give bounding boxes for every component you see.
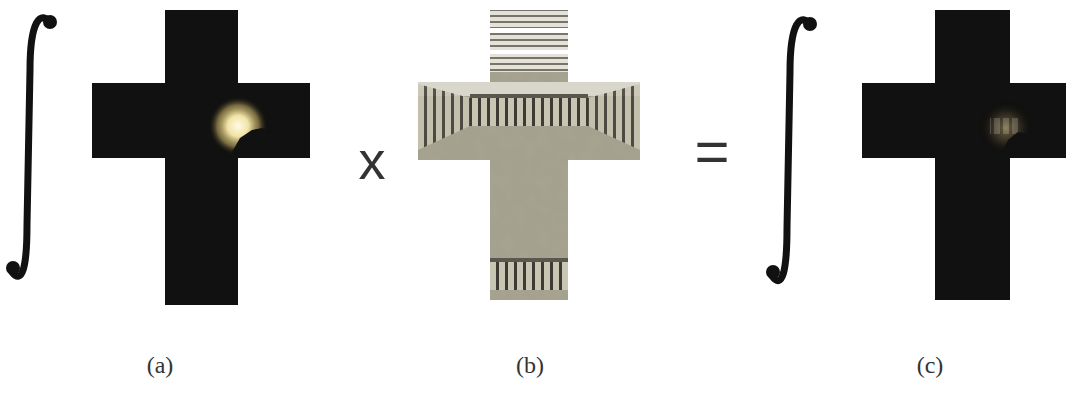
illustration-part — [470, 94, 588, 98]
illustration-part — [12, 18, 52, 277]
illustration-part — [490, 258, 568, 262]
illustration-part — [43, 15, 57, 29]
illustration-part — [490, 50, 568, 54]
panel-label: (b) — [516, 353, 544, 377]
illustration-part — [415, 8, 645, 303]
illustration-part — [470, 96, 588, 126]
light-map-cross — [90, 8, 315, 308]
operator-symbol: = — [694, 122, 729, 182]
illustration-part — [90, 8, 315, 308]
environment-map-cross — [415, 8, 645, 303]
illustration-part — [990, 118, 1018, 134]
panel-label: (c) — [917, 353, 944, 377]
illustration-part — [232, 128, 275, 165]
product-cross — [860, 8, 1073, 303]
illustration-part — [772, 20, 812, 281]
integral-sign — [6, 15, 57, 276]
illustration-part — [860, 8, 1073, 303]
illustration-part — [490, 10, 568, 72]
illustration-part — [490, 262, 568, 290]
illustration-part — [803, 17, 817, 31]
illustration-part — [1002, 132, 1030, 165]
illustration-part — [490, 28, 568, 33]
illustration-part — [415, 8, 645, 303]
panel-label: (a) — [147, 353, 174, 377]
illustration-part — [588, 84, 640, 150]
illustration-part — [6, 261, 20, 275]
integral-sign — [766, 17, 817, 281]
illustration-part — [418, 84, 470, 150]
operator-symbol: x — [359, 133, 386, 187]
illustration-part — [766, 265, 780, 279]
